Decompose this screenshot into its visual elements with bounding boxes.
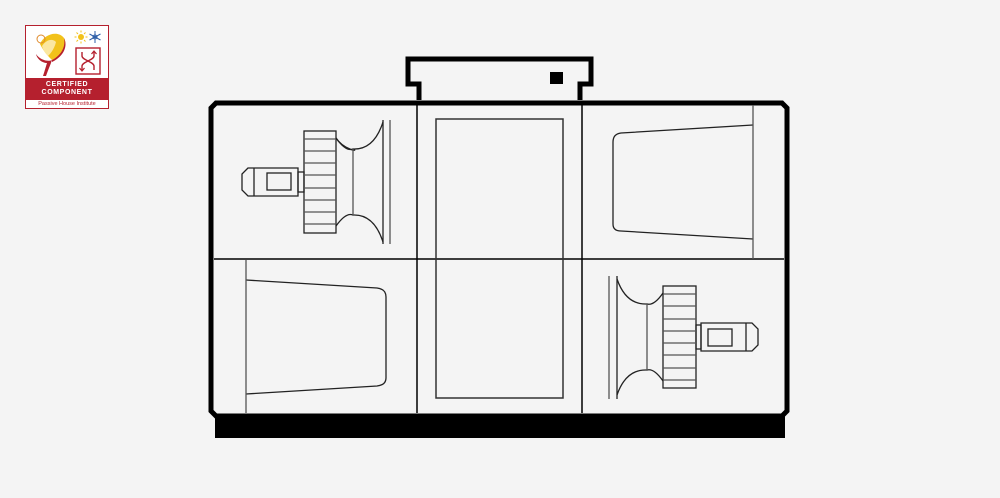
indicator-square-icon [550, 72, 563, 84]
sun-icon [74, 30, 88, 44]
badge-line-component: COMPONENT [41, 89, 93, 96]
fan-bottom-right [608, 276, 759, 399]
heat-exchanger-icon [75, 47, 101, 75]
heat-exchanger-block [435, 118, 564, 399]
top-connection-box [405, 56, 594, 100]
certified-component-badge: CERTIFIED COMPONENT Passive House Instit… [25, 25, 109, 109]
filter-top-right [612, 105, 754, 259]
passive-house-logo-icon [36, 33, 66, 76]
badge-line-certified: CERTIFIED [45, 81, 89, 88]
filter-bottom-left [245, 260, 387, 413]
section-dividers [214, 105, 784, 413]
badge-issuer: Passive House Institute [38, 101, 96, 107]
badge-title: CERTIFIED COMPONENT [26, 78, 108, 100]
snowflake-icon [89, 31, 101, 43]
fan-top-left [241, 120, 391, 244]
